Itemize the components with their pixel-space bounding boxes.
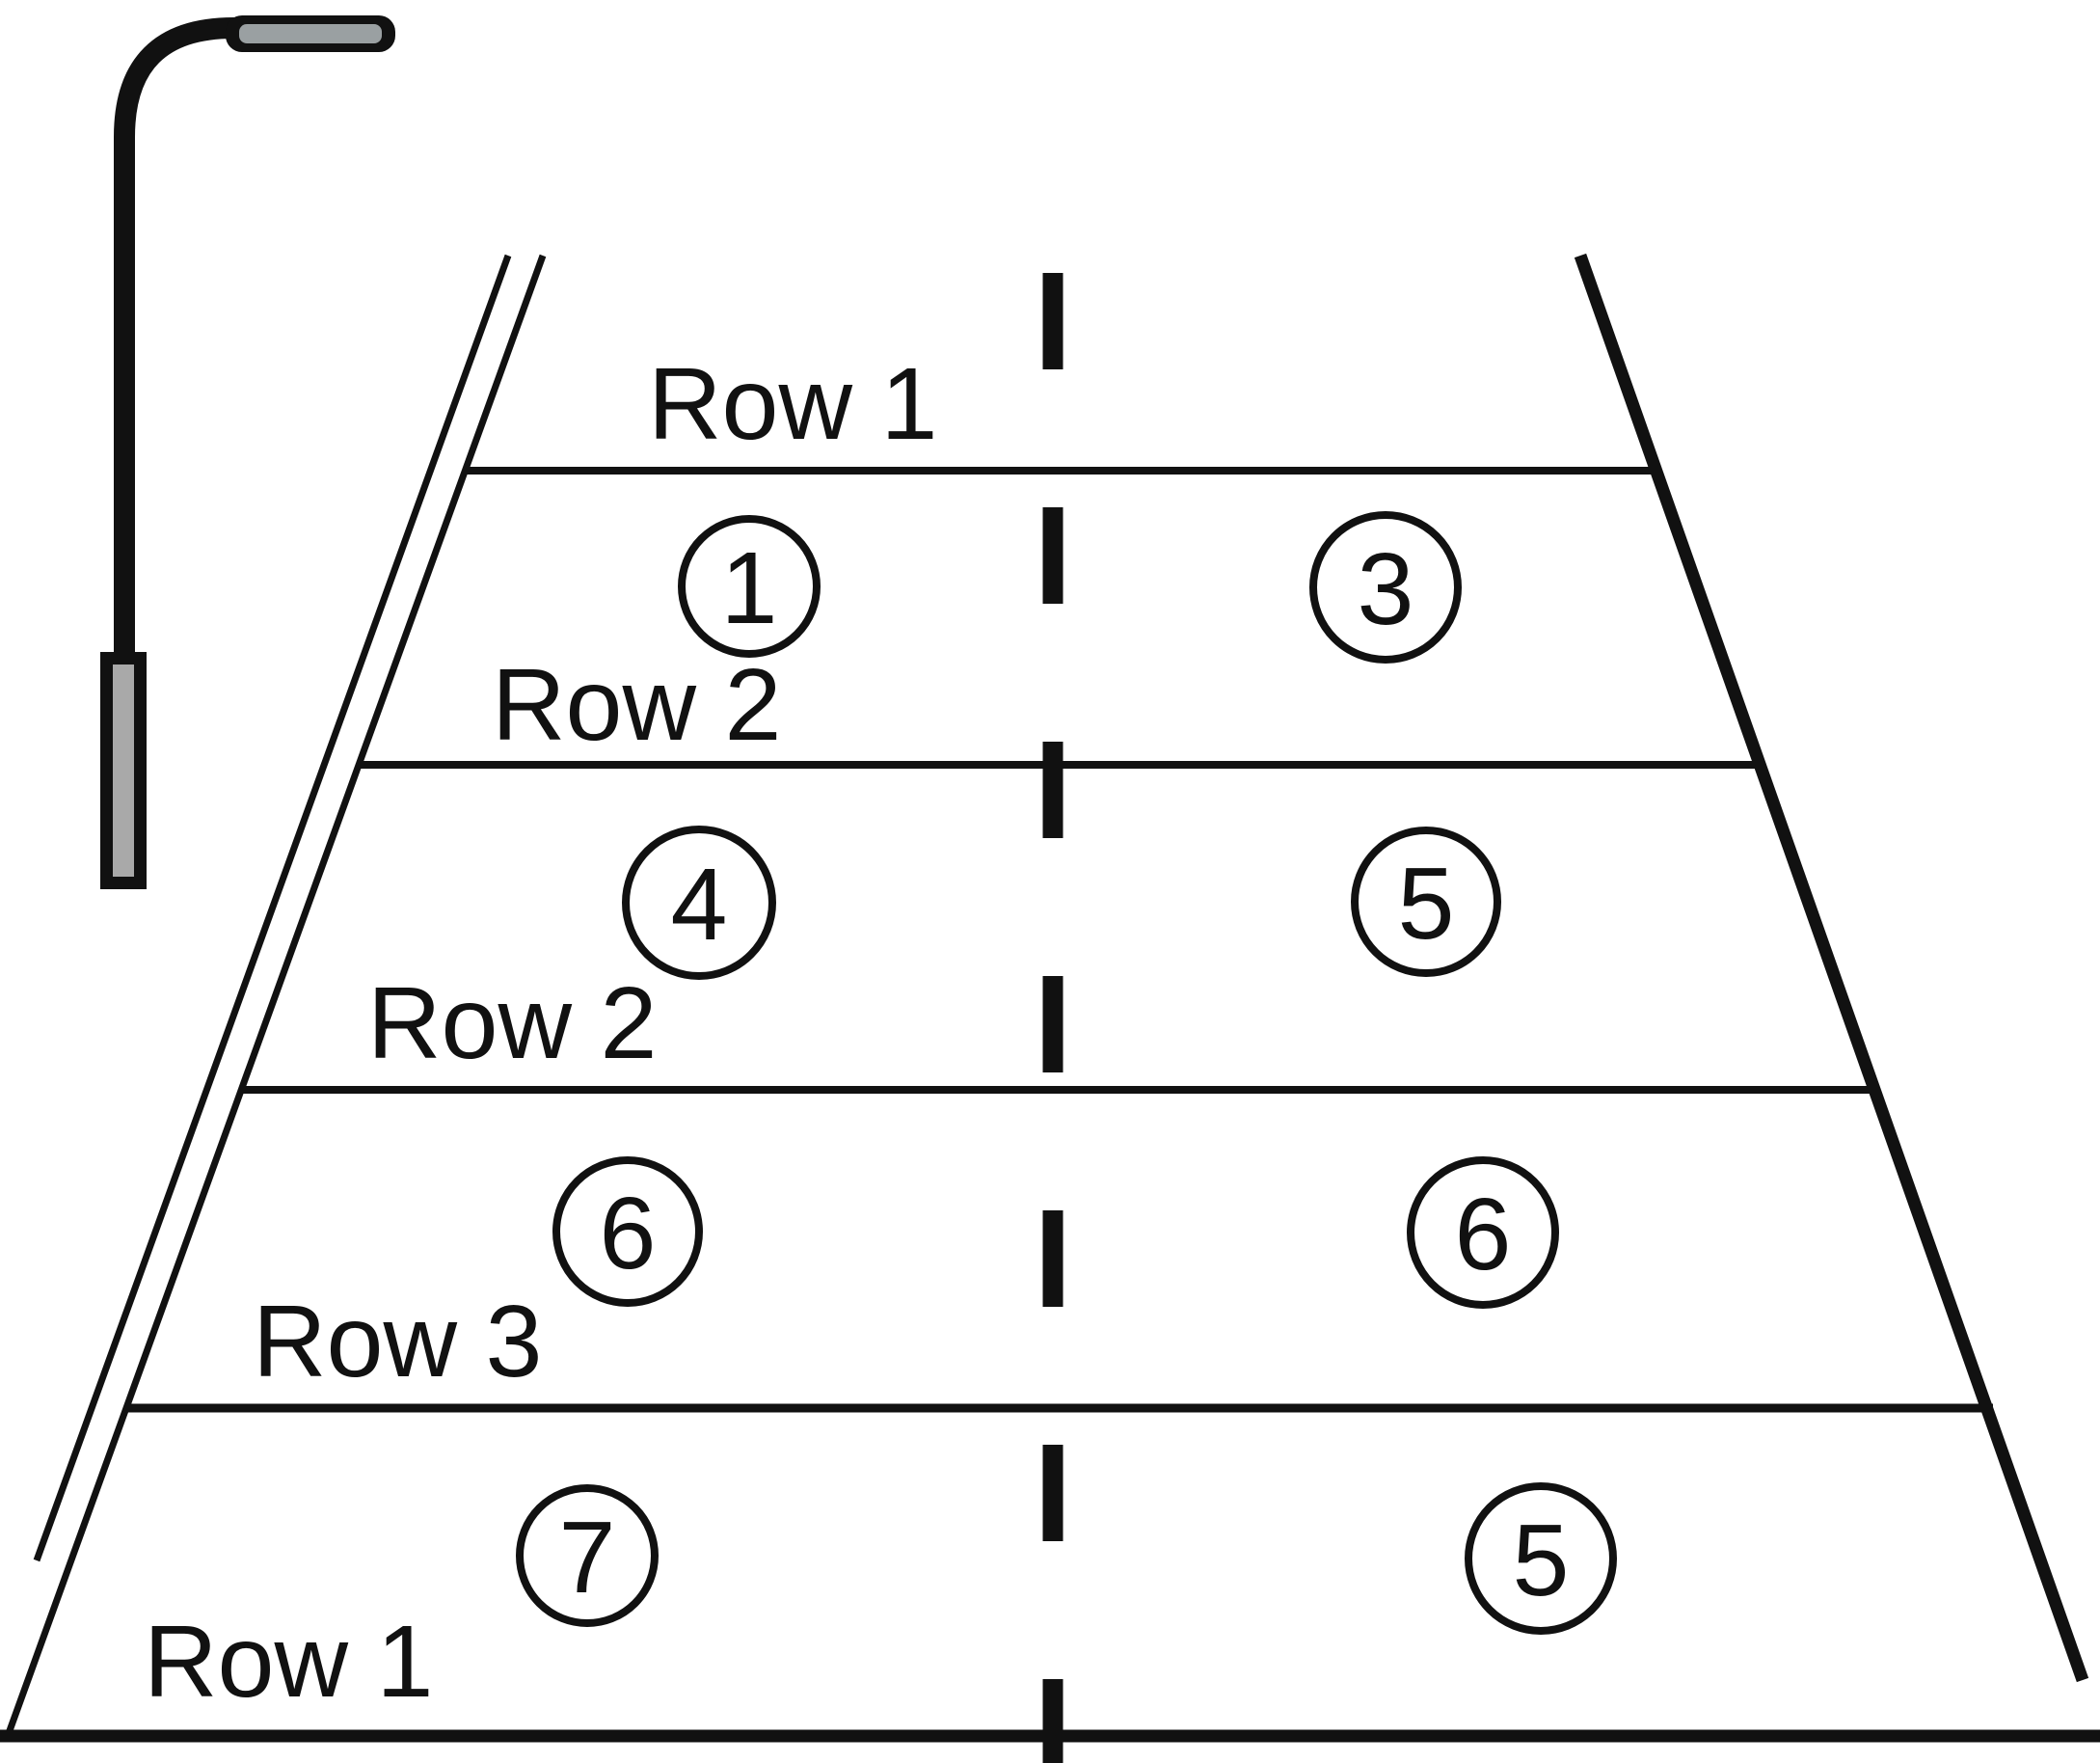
marker-number: 1 bbox=[721, 531, 778, 645]
marker-number: 4 bbox=[671, 848, 728, 962]
marker-number: 5 bbox=[1513, 1504, 1570, 1617]
row-divider-lines bbox=[0, 467, 2100, 1743]
left-edge-outer-line bbox=[33, 254, 512, 1562]
marker-circle bbox=[678, 515, 821, 658]
row-label-middle: Row 2 bbox=[367, 966, 657, 1080]
street-lamp bbox=[100, 15, 395, 889]
marker-circle bbox=[516, 1484, 659, 1627]
left-edge-inner-line bbox=[4, 254, 547, 1738]
lamp-base-inner bbox=[113, 665, 134, 877]
row-label-top: Row 1 bbox=[648, 347, 937, 461]
marker-circle bbox=[1465, 1482, 1617, 1635]
position-marker: 6 bbox=[1407, 1156, 1559, 1309]
marker-circle bbox=[552, 1156, 703, 1307]
marker-number: 7 bbox=[559, 1501, 616, 1614]
marker-number: 6 bbox=[600, 1177, 657, 1290]
position-marker: 5 bbox=[1465, 1482, 1617, 1635]
position-marker: 4 bbox=[622, 826, 776, 980]
position-marker: 6 bbox=[552, 1156, 703, 1307]
position-marker: 7 bbox=[516, 1484, 659, 1627]
position-marker: 5 bbox=[1351, 827, 1501, 977]
marker-number: 3 bbox=[1358, 532, 1414, 646]
lamp-head-glass bbox=[239, 24, 382, 43]
marker-number: 5 bbox=[1398, 847, 1455, 961]
right-edge-line bbox=[1574, 253, 2089, 1683]
lamp-pole bbox=[114, 17, 253, 665]
marker-circle bbox=[1351, 827, 1501, 977]
position-marker: 1 bbox=[678, 515, 821, 658]
marker-circle bbox=[1309, 511, 1462, 664]
row-label-upper: Row 2 bbox=[492, 648, 781, 762]
row-labels: Row 1 Row 2 Row 2 Row 3 Row 1 bbox=[144, 347, 937, 1719]
marker-circle bbox=[1407, 1156, 1559, 1309]
marker-circle bbox=[622, 826, 776, 980]
marker-number: 6 bbox=[1455, 1178, 1512, 1291]
position-markers: 1 3 4 5 6 6 7 5 bbox=[516, 511, 1617, 1635]
row-label-lower: Row 3 bbox=[253, 1285, 542, 1398]
row-label-bottom: Row 1 bbox=[144, 1605, 433, 1719]
position-marker: 3 bbox=[1309, 511, 1462, 664]
road-edges bbox=[4, 253, 2089, 1738]
